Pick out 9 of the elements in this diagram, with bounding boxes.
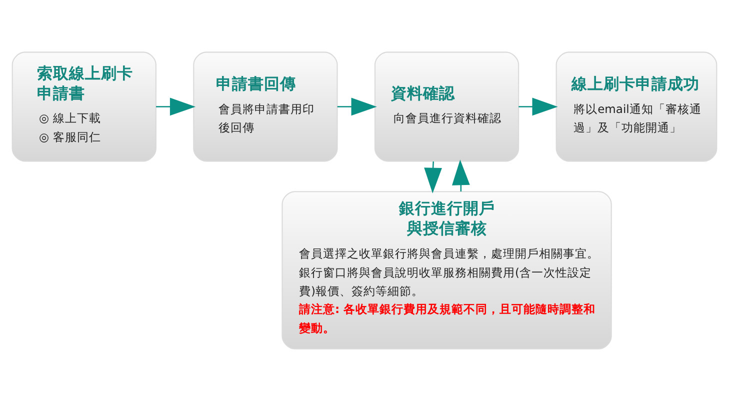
node-box: 線上刷卡申請成功 將以email通知「審核通過」及「功能開通」 (556, 51, 718, 162)
node-box: 申請書回傳 會員將申請書用印後回傳 (193, 51, 338, 162)
arrow (424, 160, 442, 193)
node-box: 銀行進行開戶與授信審核 會員選擇之收單銀行將與會員連繫，處理開戶相關事宜。銀行窗口將與會員說明收單服務相關費用(含一次性設定費)報價、簽約等細節。 請注意: 各收單銀行費用及規範不同，且可能隨時調整和變動。 (282, 190, 612, 349)
node-box: 索取線上刷卡申請書 ◎ 線上下載 ◎ 客服同仁 (12, 51, 156, 162)
arrow (337, 97, 377, 116)
arrow (156, 97, 196, 116)
arrow (518, 97, 558, 116)
node-box: 資料確認 向會員進行資料確認 (374, 51, 520, 162)
